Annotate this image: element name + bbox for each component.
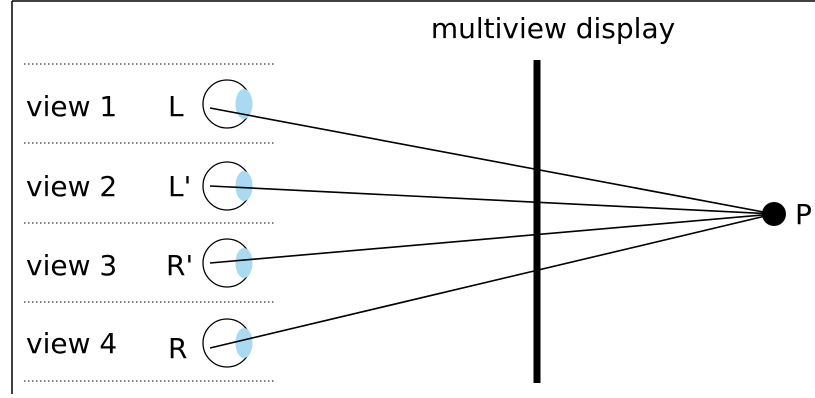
view-row-3: view 3 R' <box>26 213 775 288</box>
eye-icon <box>202 318 253 368</box>
sight-line <box>209 185 775 215</box>
eye-label: L' <box>168 170 191 203</box>
iris-icon <box>235 89 253 119</box>
sight-line <box>209 107 775 215</box>
iris-icon <box>235 248 253 278</box>
eye-label: R <box>168 332 187 365</box>
view-label: view 3 <box>26 249 117 282</box>
view-row-2: view 2 L' <box>26 161 775 215</box>
eye-icon <box>202 238 253 288</box>
eye-label: R' <box>166 249 193 282</box>
display-title: multiview display <box>431 12 675 45</box>
iris-icon <box>235 328 253 358</box>
eye-icon <box>202 161 253 211</box>
point-p-label: P <box>795 198 812 231</box>
view-label: view 1 <box>26 90 117 123</box>
view-row-1: view 1 L <box>26 79 775 215</box>
point-p-marker <box>762 202 786 226</box>
view-row-4: view 4 R <box>26 213 775 368</box>
eye-label: L <box>168 90 184 123</box>
sight-line <box>209 213 775 349</box>
view-label: view 4 <box>26 327 117 360</box>
iris-icon <box>235 171 253 201</box>
eye-icon <box>202 79 253 129</box>
sight-line <box>209 213 775 264</box>
view-label: view 2 <box>26 170 117 203</box>
